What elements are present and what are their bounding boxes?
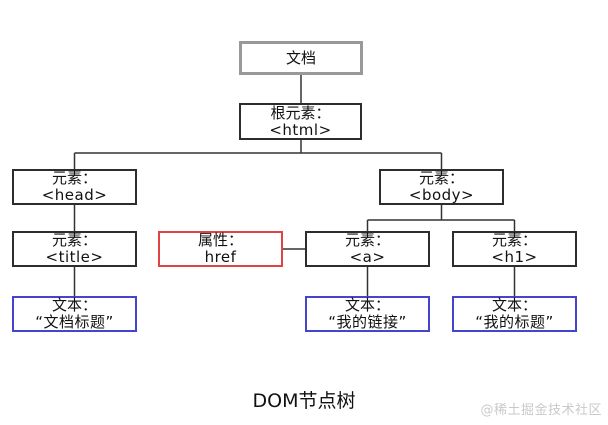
- node-a-tag: <a>: [349, 248, 386, 266]
- node-attribute-href: 属性： href: [158, 231, 283, 267]
- node-h1-tag: <h1>: [491, 248, 538, 266]
- node-text-doc-title: 文本： “文档标题”: [12, 296, 137, 332]
- node-a-label: 元素：: [344, 231, 390, 250]
- node-body: 元素： <body>: [379, 169, 504, 205]
- node-title: 元素： <title>: [12, 231, 137, 267]
- node-body-tag: <body>: [408, 186, 475, 204]
- node-attribute-label: 属性：: [197, 231, 243, 250]
- node-head-label: 元素：: [51, 169, 97, 188]
- node-text-doc-title-label: 文本：: [51, 296, 97, 315]
- node-text-my-link-label: 文本：: [344, 296, 390, 315]
- diagram-caption: DOM节点树: [252, 390, 356, 412]
- node-text-my-title-value: “我的标题”: [475, 313, 554, 331]
- node-attribute-value: href: [204, 248, 237, 266]
- node-h1: 元素： <h1>: [452, 231, 577, 267]
- node-text-my-link: 文本： “我的链接”: [305, 296, 430, 332]
- node-document: 文档: [239, 41, 363, 75]
- node-a: 元素： <a>: [305, 231, 430, 267]
- node-html-tag: <html>: [269, 120, 332, 139]
- node-html-label: 根元素：: [270, 103, 331, 122]
- node-text-my-link-value: “我的链接”: [328, 313, 407, 331]
- node-h1-label: 元素：: [491, 231, 537, 250]
- node-head: 元素： <head>: [12, 169, 137, 205]
- node-title-tag: <title>: [45, 248, 104, 266]
- node-body-label: 元素：: [418, 169, 464, 188]
- node-head-tag: <head>: [41, 186, 108, 204]
- node-text-doc-title-value: “文档标题”: [35, 313, 114, 331]
- watermark: @稀土掘金技术社区: [480, 403, 602, 418]
- node-title-label: 元素：: [51, 231, 97, 250]
- node-text-my-title: 文本： “我的标题”: [452, 296, 577, 332]
- node-html: 根元素： <html>: [239, 103, 362, 140]
- node-document-label: 文档: [285, 48, 316, 67]
- node-text-my-title-label: 文本：: [491, 296, 537, 315]
